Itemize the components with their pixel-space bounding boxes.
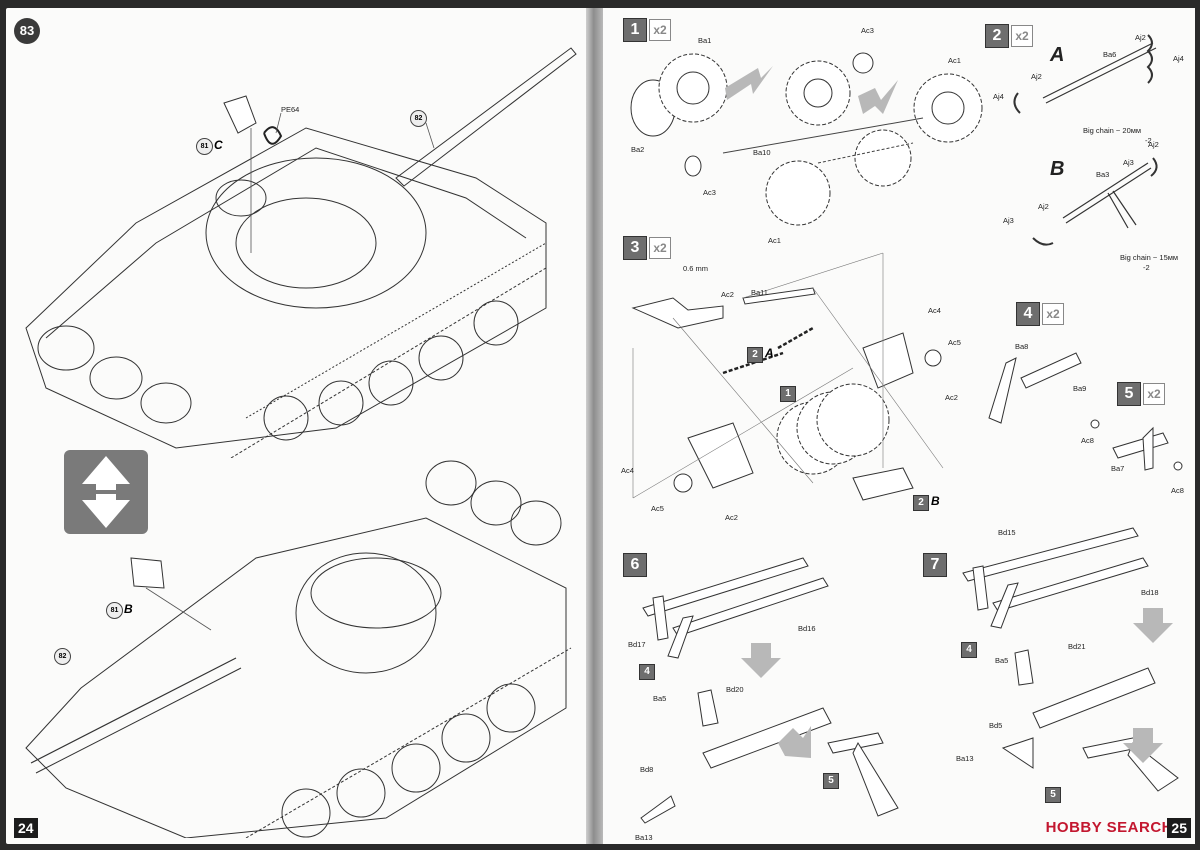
s3-ref-1: 1 — [780, 386, 796, 402]
step-6-badge: 6 — [623, 553, 647, 577]
s4-part-ba9: Ba9 — [1073, 384, 1087, 393]
s3-ref-2a: 2 — [747, 347, 763, 363]
s3-ref-2b-letter: B — [931, 494, 940, 508]
page-number-left: 24 — [14, 818, 38, 838]
s3-part-ac2-c: Ac2 — [725, 513, 738, 522]
step-5-badge: 5 — [1117, 382, 1141, 406]
s2b-part-aj3-b: Aj3 — [1003, 216, 1014, 225]
step-4-arm-illustration — [988, 352, 1082, 424]
step-2-variant-a: A — [1050, 44, 1065, 66]
step-5-multiplier: x2 — [1143, 383, 1165, 405]
hobby-search-watermark: HOBBY SEARCH — [1045, 819, 1173, 836]
s2b-chain-note: Big chain ~ 15мм — [1120, 253, 1179, 262]
s2b-chain-ref: -2 — [1143, 263, 1150, 272]
s2a-part-ba6: Ba6 — [1103, 50, 1117, 59]
step-7-frame-illustration — [962, 527, 1179, 792]
s5-part-ba7: Ba7 — [1111, 464, 1125, 473]
page-number-right: 25 — [1167, 818, 1191, 838]
step-2-variant-b: B — [1050, 158, 1065, 180]
s2a-part-aj4-b: Aj4 — [1173, 54, 1184, 63]
ref-82-top: 82 — [410, 110, 427, 127]
s3-part-ac5-b: Ac5 — [651, 504, 664, 513]
s7-part-bd5: Bd5 — [989, 721, 1003, 730]
part-pe64-label: PE64 — [281, 105, 300, 114]
s2b-part-aj2-a: Aj2 — [1148, 140, 1159, 149]
s3-part-ac2-b: Ac2 — [945, 393, 958, 402]
s6-ref-4: 4 — [639, 664, 655, 680]
s1-part-ba10: Ba10 — [753, 148, 771, 157]
s7-part-bd18: Bd18 — [1141, 588, 1159, 597]
s3-part-ac5-a: Ac5 — [948, 338, 961, 347]
s2b-part-ba3: Ba3 — [1096, 170, 1110, 179]
right-page: 1 x2 Ba1 Ac3 Ac1 Ba2 Ba10 Ac3 Ac1 2 x2 A… — [603, 8, 1195, 844]
s1-part-ac3-b: Ac3 — [703, 188, 716, 197]
ref-81-letter-bottom: B — [124, 602, 133, 616]
s6-part-bd20: Bd20 — [726, 685, 744, 694]
s7-part-bd15: Bd15 — [998, 528, 1016, 537]
s2a-chain-note: Big chain ~ 20мм — [1083, 126, 1142, 135]
s7-ref-4: 4 — [961, 642, 977, 658]
s6-ref-5: 5 — [823, 773, 839, 789]
step-2-chain-illustration — [1013, 34, 1158, 246]
s3-part-ba11: Ba11 — [751, 288, 768, 297]
s6-part-ba13: Ba13 — [635, 833, 653, 842]
step-1-sprocket-illustration — [630, 52, 983, 226]
step-3-badge: 3 — [623, 236, 647, 260]
step-1-badge: 1 — [623, 18, 647, 42]
s3-ref-2a-letter: A — [765, 346, 774, 360]
step-3-multiplier: x2 — [649, 237, 671, 259]
s5-part-ac8-b: Ac8 — [1171, 486, 1184, 495]
s3-part-ac4-b: Ac4 — [621, 466, 634, 475]
step-3-suspension-illustration — [631, 252, 944, 501]
flip-view-arrows-icon — [64, 450, 148, 534]
s2a-chain-ref: -2 — [1145, 136, 1152, 145]
step-4-multiplier: x2 — [1042, 303, 1064, 325]
step-5-bracket-illustration — [1090, 419, 1183, 471]
s2a-part-aj4-a: Aj4 — [993, 92, 1004, 101]
step-4-badge: 4 — [1016, 302, 1040, 326]
book-gutter — [586, 8, 603, 844]
step-number-83: 83 — [14, 18, 40, 44]
s1-part-ac1-a: Ac1 — [948, 56, 961, 65]
s1-part-ba2: Ba2 — [631, 145, 645, 154]
s7-ref-5: 5 — [1045, 787, 1061, 803]
s1-part-ac1-b: Ac1 — [768, 236, 781, 245]
s6-part-bd16: Bd16 — [798, 624, 816, 633]
s7-part-ba5: Ba5 — [995, 656, 1009, 665]
ref-82-bottom: 82 — [54, 648, 71, 665]
s2a-part-aj2-b: Aj2 — [1031, 72, 1042, 81]
step-1-multiplier: x2 — [649, 19, 671, 41]
step-7-badge: 7 — [923, 553, 947, 577]
s7-part-bd21: Bd21 — [1068, 642, 1086, 651]
s2b-part-aj3-a: Aj3 — [1123, 158, 1134, 167]
s6-part-ba5: Ba5 — [653, 694, 667, 703]
s3-part-ac4-a: Ac4 — [928, 306, 941, 315]
s2b-part-aj2-b: Aj2 — [1038, 202, 1049, 211]
ref-81-bottom: 81 — [106, 602, 123, 619]
s3-part-ac2-a: Ac2 — [721, 290, 734, 299]
left-page: 83 81 C 82 PE64 — [6, 8, 586, 844]
ref-81-top: 81 — [196, 138, 213, 155]
step-2-badge: 2 — [985, 24, 1009, 48]
step-6-frame-illustration — [640, 557, 899, 824]
tank-top-view-illustration — [25, 47, 577, 458]
s3-ref-2b: 2 — [913, 495, 929, 511]
s1-part-ac3-a: Ac3 — [861, 26, 874, 35]
s5-part-ac8-a: Ac8 — [1081, 436, 1094, 445]
s1-part-ba1: Ba1 — [698, 36, 712, 45]
s7-part-ba13: Ba13 — [956, 754, 974, 763]
step-2-multiplier: x2 — [1011, 25, 1033, 47]
tank-bottom-view-illustration — [25, 460, 572, 838]
s6-part-bd8: Bd8 — [640, 765, 654, 774]
s4-part-ba8: Ba8 — [1015, 342, 1029, 351]
s3-thickness-note: 0.6 mm — [683, 264, 709, 273]
ref-81-letter-top: C — [214, 138, 223, 152]
s6-part-bd17: Bd17 — [628, 640, 646, 649]
s2a-part-aj2-a: Aj2 — [1135, 33, 1146, 42]
